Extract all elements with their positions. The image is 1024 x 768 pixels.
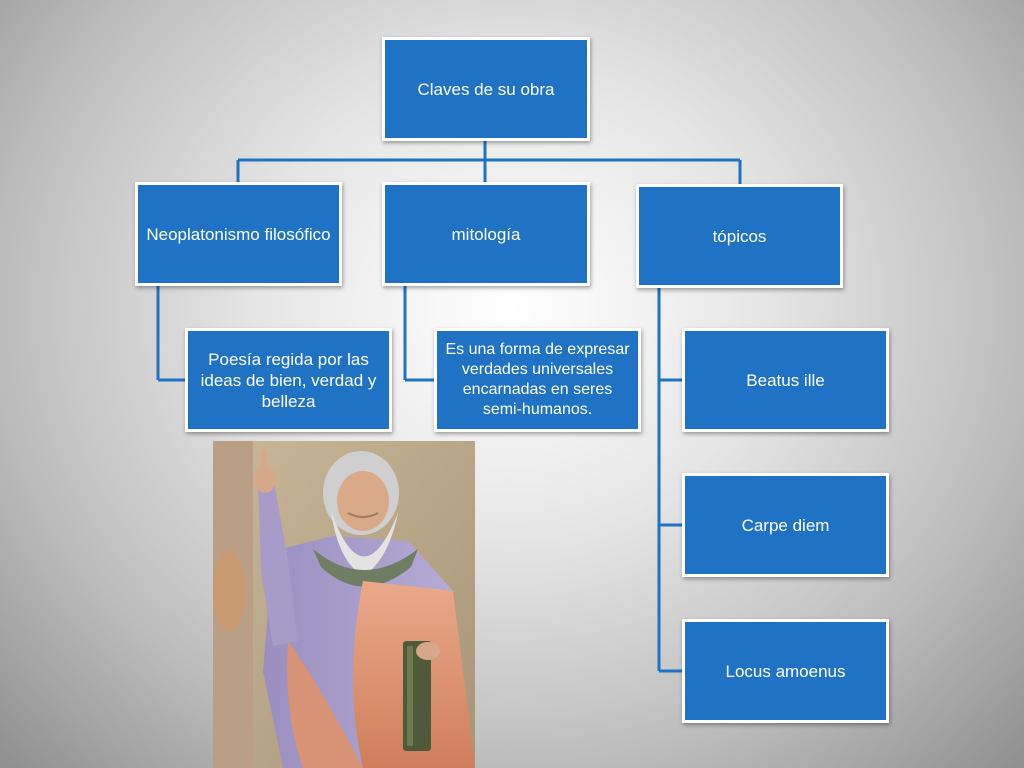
branch-topicos-label: tópicos — [712, 226, 767, 246]
child-locus-amoenus-node: Locus amoenus — [682, 619, 889, 723]
child-poesia-node: Poesía regida por las ideas de bien, ver… — [185, 328, 392, 432]
child-carpe-diem-label: Carpe diem — [741, 515, 830, 535]
child-carpe-diem-node: Carpe diem — [682, 473, 889, 577]
philosopher-painting-image — [213, 441, 475, 768]
child-beatus-ille-label: Beatus ille — [746, 370, 825, 390]
branch-neoplatonismo-node: Neoplatonismo filosófico — [135, 182, 342, 286]
branch-neoplatonismo-label: Neoplatonismo filosófico — [146, 224, 331, 244]
child-mitologia-desc-node: Es una forma de expresar verdades univer… — [434, 328, 641, 432]
branch-mitologia-label: mitología — [451, 224, 521, 244]
branch-mitologia-node: mitología — [382, 182, 590, 286]
child-mitologia-desc-label: Es una forma de expresar verdades univer… — [445, 341, 630, 418]
branch-topicos-node: tópicos — [636, 184, 843, 288]
child-locus-amoenus-label: Locus amoenus — [725, 661, 846, 681]
root-label: Claves de su obra — [417, 79, 555, 99]
child-beatus-ille-node: Beatus ille — [682, 328, 889, 432]
child-poesia-label: Poesía regida por las ideas de bien, ver… — [200, 349, 377, 411]
root-node: Claves de su obra — [382, 37, 590, 141]
